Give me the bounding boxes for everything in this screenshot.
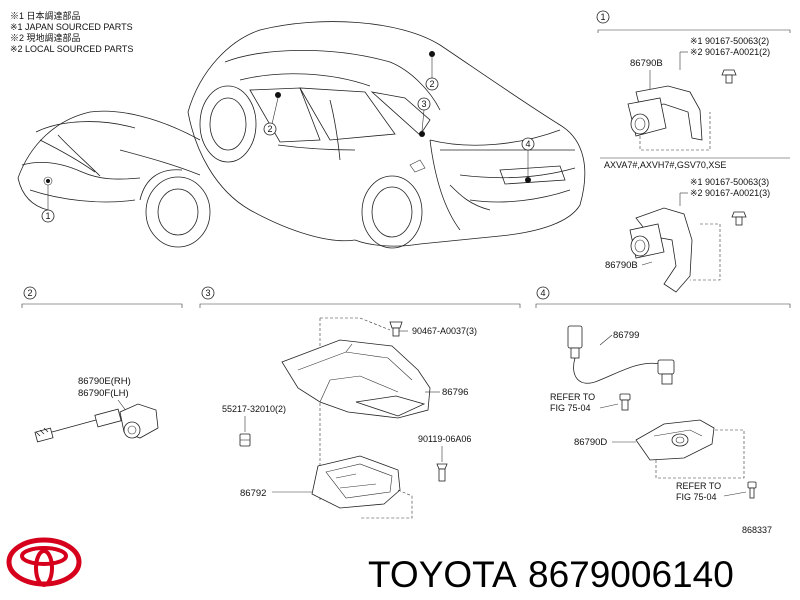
callout-4-car: 4 xyxy=(521,137,535,151)
note-japan-jp: ※1 日本調達部品 xyxy=(10,10,81,21)
screw-icon xyxy=(747,481,757,499)
section-4-refer2-b: FIG 75-04 xyxy=(676,492,717,502)
section-4-camera: 86790D xyxy=(574,437,607,448)
camera-86790d-illustration xyxy=(635,419,715,461)
section-4-refer2-a: REFER TO xyxy=(676,481,721,491)
callout-3-car: 3 xyxy=(417,97,431,111)
part-number: 8679006140 xyxy=(528,554,734,595)
section-1-bolt1-bottom: ※1 90167-50063(3) xyxy=(690,177,769,187)
section-1-model-note: AXVA7#,AXVH7#,GSV70,XSE xyxy=(604,160,726,170)
note-japan-en: ※1 JAPAN SOURCED PARTS xyxy=(10,22,133,32)
car-front-illustration xyxy=(17,110,211,248)
section-4-refer1-a: REFER TO xyxy=(550,392,595,402)
side-camera-illustration xyxy=(34,403,159,443)
callout-2-top-label: 2 xyxy=(429,79,434,89)
section-3: 3 90467-A0037(3) 86796 55217-32010(2) 90… xyxy=(199,286,521,519)
screw-icon xyxy=(619,393,631,411)
section-1-bolt2-top: ※2 90167-A0021(2) xyxy=(690,47,770,57)
bolt-icon xyxy=(721,69,737,84)
callout-2-side-label: 2 xyxy=(267,124,272,134)
section-2: 2 86790E(RH) 86790F(LH) xyxy=(21,286,183,443)
nut-icon xyxy=(239,433,251,447)
brand-name: TOYOTA xyxy=(368,554,517,595)
section-3-bracket: 86792 xyxy=(240,488,266,499)
clip-icon xyxy=(389,321,403,337)
callout-3-label: 3 xyxy=(421,99,426,109)
section-3-title: 3 xyxy=(205,288,210,298)
callout-1-front: 1 xyxy=(41,209,55,223)
toyota-logo xyxy=(6,537,82,587)
section-3-screw: 90119-06A06 xyxy=(418,434,471,444)
section-3-clip-top: 90467-A0037(3) xyxy=(412,326,477,336)
notes-block: ※1 日本調達部品 ※1 JAPAN SOURCED PARTS ※2 現地調達… xyxy=(10,10,133,54)
screw-icon xyxy=(436,463,448,482)
section-1-part-bottom: 86790B xyxy=(605,260,638,271)
diagram-id: 868337 xyxy=(742,525,772,535)
callout-4-label: 4 xyxy=(525,139,530,149)
section-4: 4 86799 REFER TO FIG 75-04 86790D REFER … xyxy=(535,286,791,502)
section-2-part-rh: 86790E(RH) xyxy=(78,376,131,387)
camera-86790b-bottom-illustration xyxy=(629,207,693,293)
car-body-illustration xyxy=(187,21,586,249)
section-1-part-top: 86790B xyxy=(630,58,663,69)
section-4-refer1-b: FIG 75-04 xyxy=(550,403,591,413)
camera-86790b-top-illustration xyxy=(627,85,703,141)
note-local-jp: ※2 現地調達部品 xyxy=(10,32,81,43)
section-3-cover: 86796 xyxy=(442,387,468,398)
bolt-icon xyxy=(731,211,747,226)
cover-86796-illustration xyxy=(281,339,431,419)
harness-86799-illustration xyxy=(567,325,675,385)
section-1-title: 1 xyxy=(600,12,605,22)
callout-1-label: 1 xyxy=(45,211,50,221)
section-2-part-lh: 86790F(LH) xyxy=(78,388,129,399)
bracket-86792-illustration xyxy=(311,455,401,509)
section-1-bolt2-bottom: ※2 90167-A0021(3) xyxy=(690,188,770,198)
section-2-title: 2 xyxy=(27,288,32,298)
section-1-bolt1-top: ※1 90167-50063(2) xyxy=(690,36,769,46)
callout-2-side-car: 2 xyxy=(263,122,277,136)
note-local-en: ※2 LOCAL SOURCED PARTS xyxy=(10,44,133,54)
car-body-markers xyxy=(271,51,531,183)
callout-2-top-car: 2 xyxy=(425,77,439,91)
section-3-nut: 55217-32010(2) xyxy=(222,404,286,414)
section-4-title: 4 xyxy=(540,288,545,298)
section-4-harness: 86799 xyxy=(613,330,639,341)
section-1: 1 ※1 90167-50063(2) ※2 90167-A0021(2) 86… xyxy=(596,10,791,293)
